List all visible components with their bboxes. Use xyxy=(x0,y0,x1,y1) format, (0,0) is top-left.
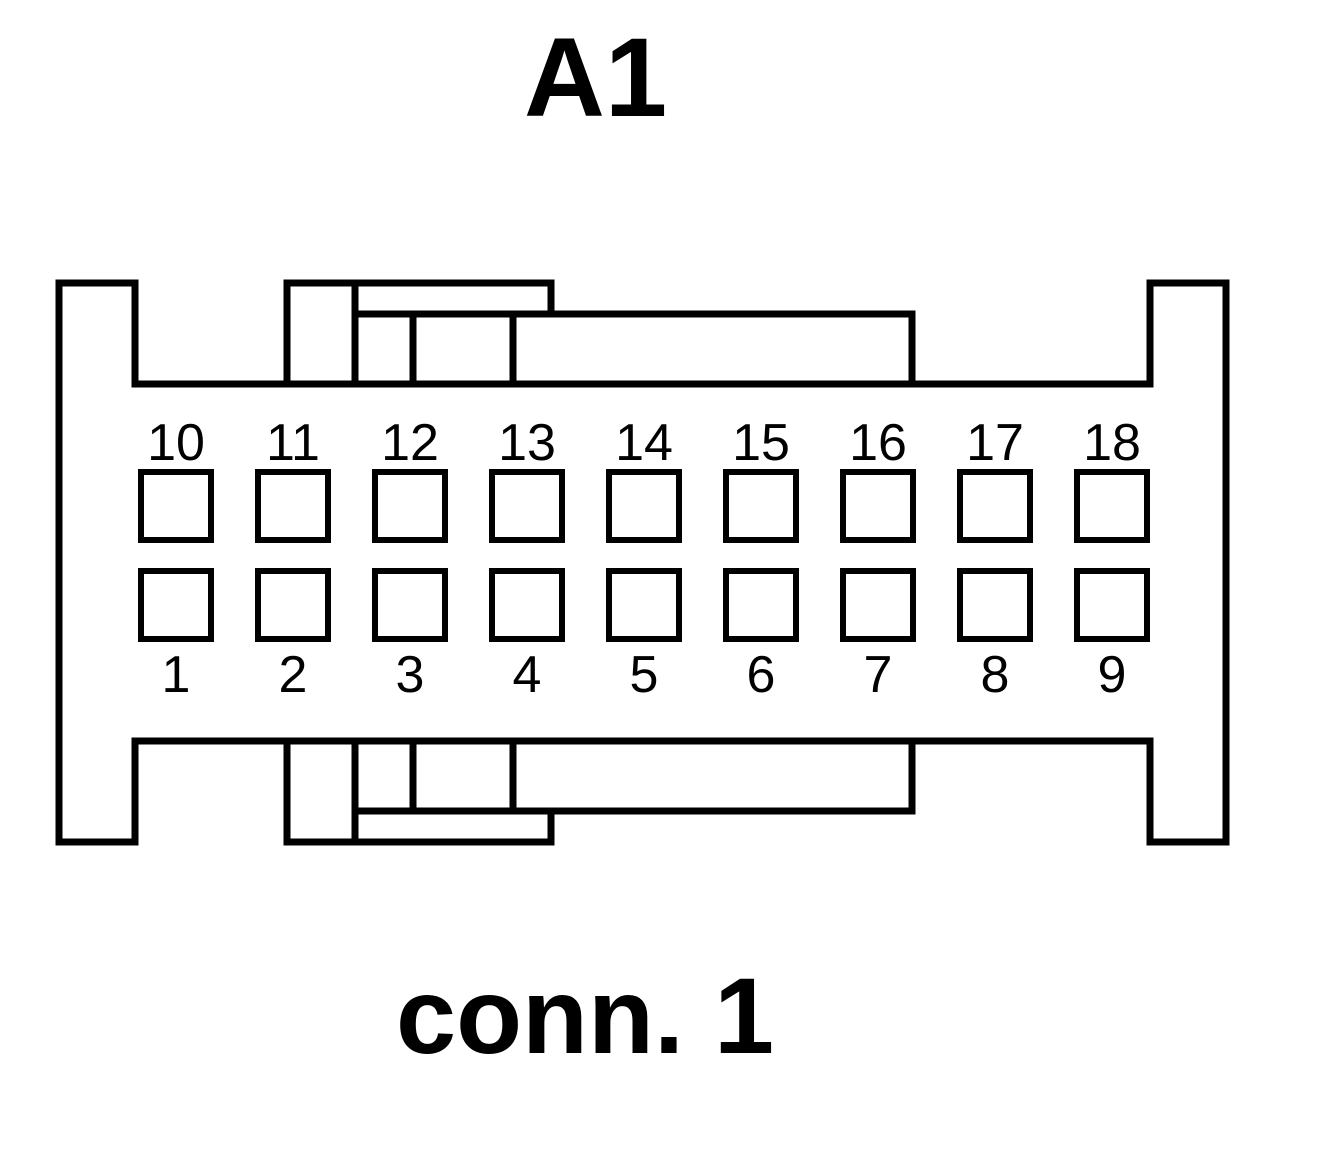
pin-bottom-cavity-9 xyxy=(1074,568,1150,642)
pin-top-label-13: 13 xyxy=(498,414,556,472)
pin-top-label-18: 18 xyxy=(1083,414,1141,472)
pin-bottom-label-3: 3 xyxy=(396,646,425,704)
pin-top-cavity-11 xyxy=(255,469,331,543)
pin-top-label-17: 17 xyxy=(966,414,1024,472)
pin-top-label-11: 11 xyxy=(266,414,320,472)
pin-bottom-cavity-7 xyxy=(840,568,916,642)
pin-bottom-label-5: 5 xyxy=(630,646,659,704)
pin-bottom-label-4: 4 xyxy=(513,646,542,704)
pin-bottom-cavity-4 xyxy=(489,568,565,642)
pin-bottom-cavity-8 xyxy=(957,568,1033,642)
pin-bottom-cavity-6 xyxy=(723,568,799,642)
pin-top-cavity-17 xyxy=(957,469,1033,543)
pin-top-cavity-13 xyxy=(489,469,565,543)
housing-body xyxy=(55,279,1230,846)
pin-bottom-label-2: 2 xyxy=(279,646,308,704)
pin-top-cavity-10 xyxy=(138,469,214,543)
pin-top-label-10: 10 xyxy=(147,414,205,472)
pin-bottom-cavity-1 xyxy=(138,568,214,642)
pin-bottom-label-1: 1 xyxy=(162,646,191,704)
pin-top-cavity-15 xyxy=(723,469,799,543)
pin-bottom-label-9: 9 xyxy=(1098,646,1127,704)
pin-top-label-15: 15 xyxy=(732,414,790,472)
pin-bottom-cavity-3 xyxy=(372,568,448,642)
pin-bottom-label-8: 8 xyxy=(981,646,1010,704)
pin-top-label-12: 12 xyxy=(381,414,439,472)
pin-top-cavity-14 xyxy=(606,469,682,543)
connector-name-label: conn. 1 xyxy=(396,955,775,1076)
connector-id-label: A1 xyxy=(524,15,668,140)
pin-bottom-label-6: 6 xyxy=(747,646,776,704)
pin-bottom-cavity-5 xyxy=(606,568,682,642)
pin-top-cavity-12 xyxy=(372,469,448,543)
pin-top-cavity-18 xyxy=(1074,469,1150,543)
pin-bottom-label-7: 7 xyxy=(864,646,893,704)
pin-top-cavity-16 xyxy=(840,469,916,543)
pin-top-label-16: 16 xyxy=(849,414,907,472)
pin-bottom-cavity-2 xyxy=(255,568,331,642)
pin-top-label-14: 14 xyxy=(615,414,673,472)
